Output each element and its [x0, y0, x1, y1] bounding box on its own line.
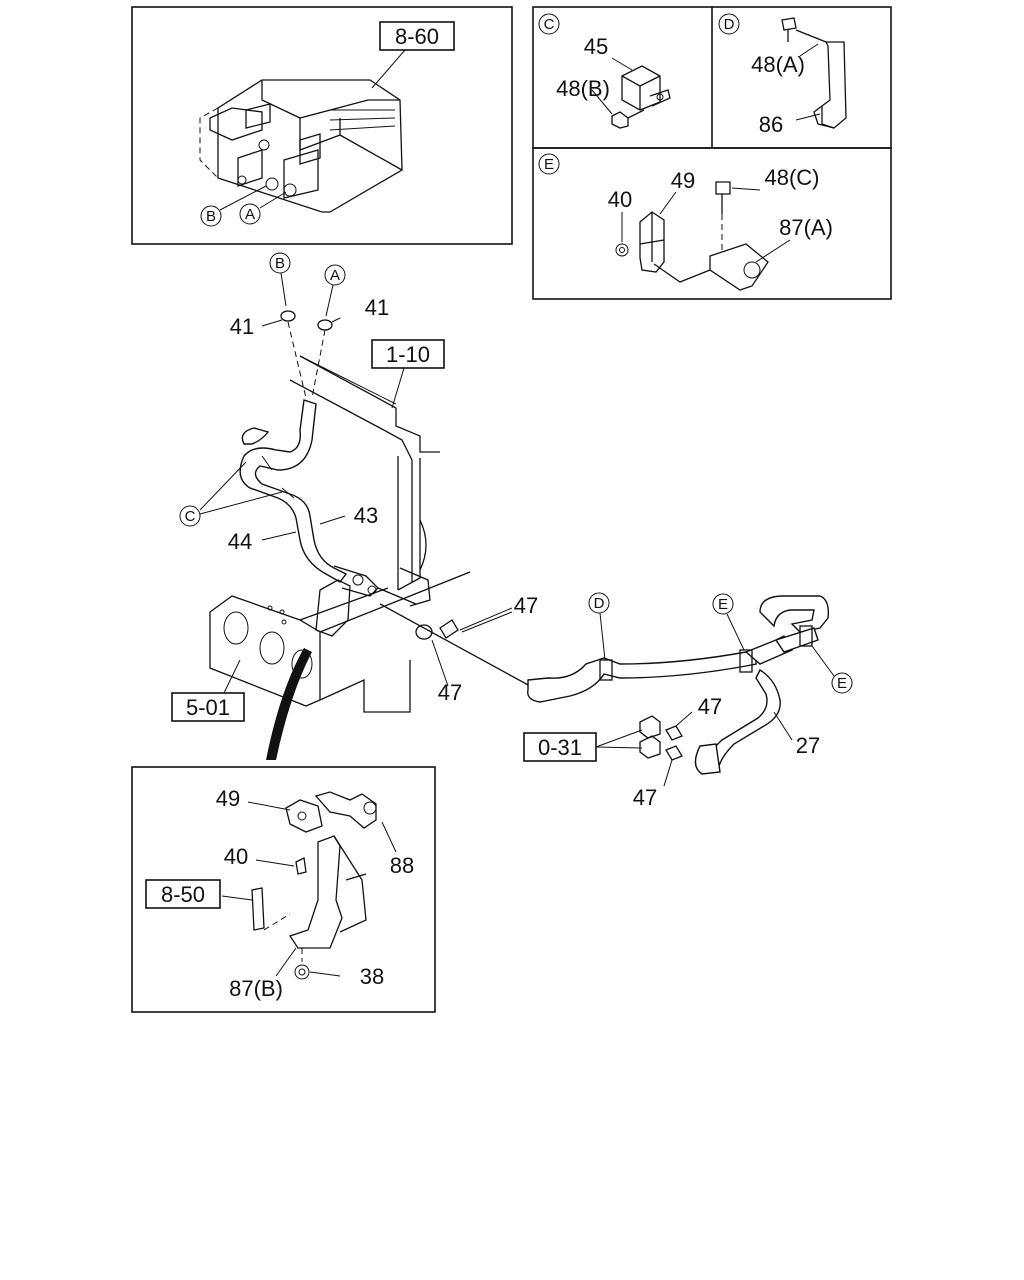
leaders-e [621, 187, 791, 263]
part-48b: 48(B) [556, 76, 610, 101]
detail-frame-heater-unit [131, 6, 513, 245]
callout-c-detail-label: C [544, 16, 555, 33]
leaders-47-rail [431, 607, 513, 687]
part-45: 45 [584, 34, 608, 59]
leaders-c-main [199, 461, 283, 515]
ref-label-0-31: 0-31 [538, 735, 582, 760]
part-40-detail: 40 [224, 844, 248, 869]
callout-a-heater-label: A [245, 206, 255, 223]
hoses-43-44-drawing [239, 399, 348, 583]
leader-e-main-right [811, 645, 835, 677]
callout-e-main-right-label: E [837, 675, 847, 692]
part-86: 86 [759, 112, 783, 137]
leaders-ab-heater [219, 185, 287, 211]
part-27: 27 [796, 733, 820, 758]
ref-box-1-10: 1-10 [371, 339, 445, 369]
part-41-left: 41 [230, 314, 254, 339]
leader-110 [391, 367, 405, 409]
ref-label-5-01: 5-01 [186, 695, 230, 720]
leaders-ab-main [280, 272, 334, 317]
part-87a: 87(A) [779, 215, 833, 240]
part-47-fitting-upper: 47 [698, 694, 722, 719]
callout-e-main-left-label: E [718, 596, 728, 613]
leaders-41 [261, 317, 341, 327]
part-41-right: 41 [365, 295, 389, 320]
leaders-031 [595, 729, 643, 749]
callout-a-main-label: A [330, 267, 340, 284]
callout-d-main: D [588, 592, 610, 614]
callout-b-heater: B [200, 205, 222, 227]
ref-label-8-60: 8-60 [395, 24, 439, 49]
bracket-detail-drawing [251, 791, 377, 980]
callout-b-main-label: B [275, 255, 285, 272]
dash-guides-41 [287, 321, 326, 399]
part-49-detail: 49 [216, 786, 240, 811]
part-49-e: 49 [671, 168, 695, 193]
frame-rail-drawing [289, 355, 440, 607]
bracket-e-drawing [615, 181, 769, 291]
leader-44 [261, 531, 297, 541]
clip-45-drawing [611, 65, 671, 129]
callout-e-detail: E [538, 153, 560, 175]
leaders-c [591, 57, 633, 115]
callout-b-main: B [269, 252, 291, 274]
ref-box-0-31: 0-31 [523, 732, 597, 762]
callout-b-heater-label: B [206, 208, 216, 225]
main-pipe-drawing [379, 595, 830, 775]
part-87b: 87(B) [229, 976, 283, 1001]
leader-43 [319, 515, 346, 525]
part-48a: 48(A) [751, 52, 805, 77]
callout-e-main-left: E [712, 593, 734, 615]
part-38: 38 [360, 964, 384, 989]
valve-bracket-main-drawing [315, 565, 417, 637]
part-44: 44 [228, 529, 252, 554]
callout-c-main-label: C [185, 508, 196, 525]
leaders-47-fittings [663, 711, 693, 787]
callout-a-main: A [324, 264, 346, 286]
part-40-e: 40 [608, 187, 632, 212]
callout-a-heater: A [239, 203, 261, 225]
part-47-lower: 47 [438, 680, 462, 705]
ref-label-8-50: 8-50 [161, 882, 205, 907]
callout-d-detail: D [718, 13, 740, 35]
leader-d-main [599, 612, 606, 661]
fittings-0-31-drawing [639, 715, 683, 761]
ref-box-5-01: 5-01 [171, 692, 245, 722]
hose-clamps-41 [280, 310, 333, 331]
leader-27 [773, 711, 793, 741]
leader-860 [371, 49, 406, 89]
heater-unit-drawing [199, 79, 403, 213]
callout-c-detail: C [538, 13, 560, 35]
clamps-47-rail [415, 619, 459, 640]
part-47-fitting-lower: 47 [633, 785, 657, 810]
leader-501 [223, 659, 241, 694]
leaders-d [795, 43, 821, 121]
part-88: 88 [390, 853, 414, 878]
callout-d-main-label: D [594, 595, 605, 612]
callout-e-detail-label: E [544, 156, 554, 173]
ref-box-8-60: 8-60 [379, 21, 455, 51]
ref-label-1-10: 1-10 [386, 342, 430, 367]
callout-e-main-right: E [831, 672, 853, 694]
cross-member-drawing [209, 571, 471, 713]
detail-frame-e [532, 147, 892, 300]
clamp-86-drawing [781, 17, 847, 129]
leaders-bracket-detail [221, 801, 397, 977]
part-47-upper: 47 [514, 593, 538, 618]
detail-pointer-band [266, 648, 312, 760]
callout-c-main: C [179, 505, 201, 527]
leader-e-main-left [726, 613, 745, 651]
callout-d-detail-label: D [724, 16, 735, 33]
part-43: 43 [354, 503, 378, 528]
part-48c: 48(C) [764, 165, 819, 190]
detail-frame-bracket [131, 766, 436, 1013]
ref-box-8-50: 8-50 [145, 879, 221, 909]
